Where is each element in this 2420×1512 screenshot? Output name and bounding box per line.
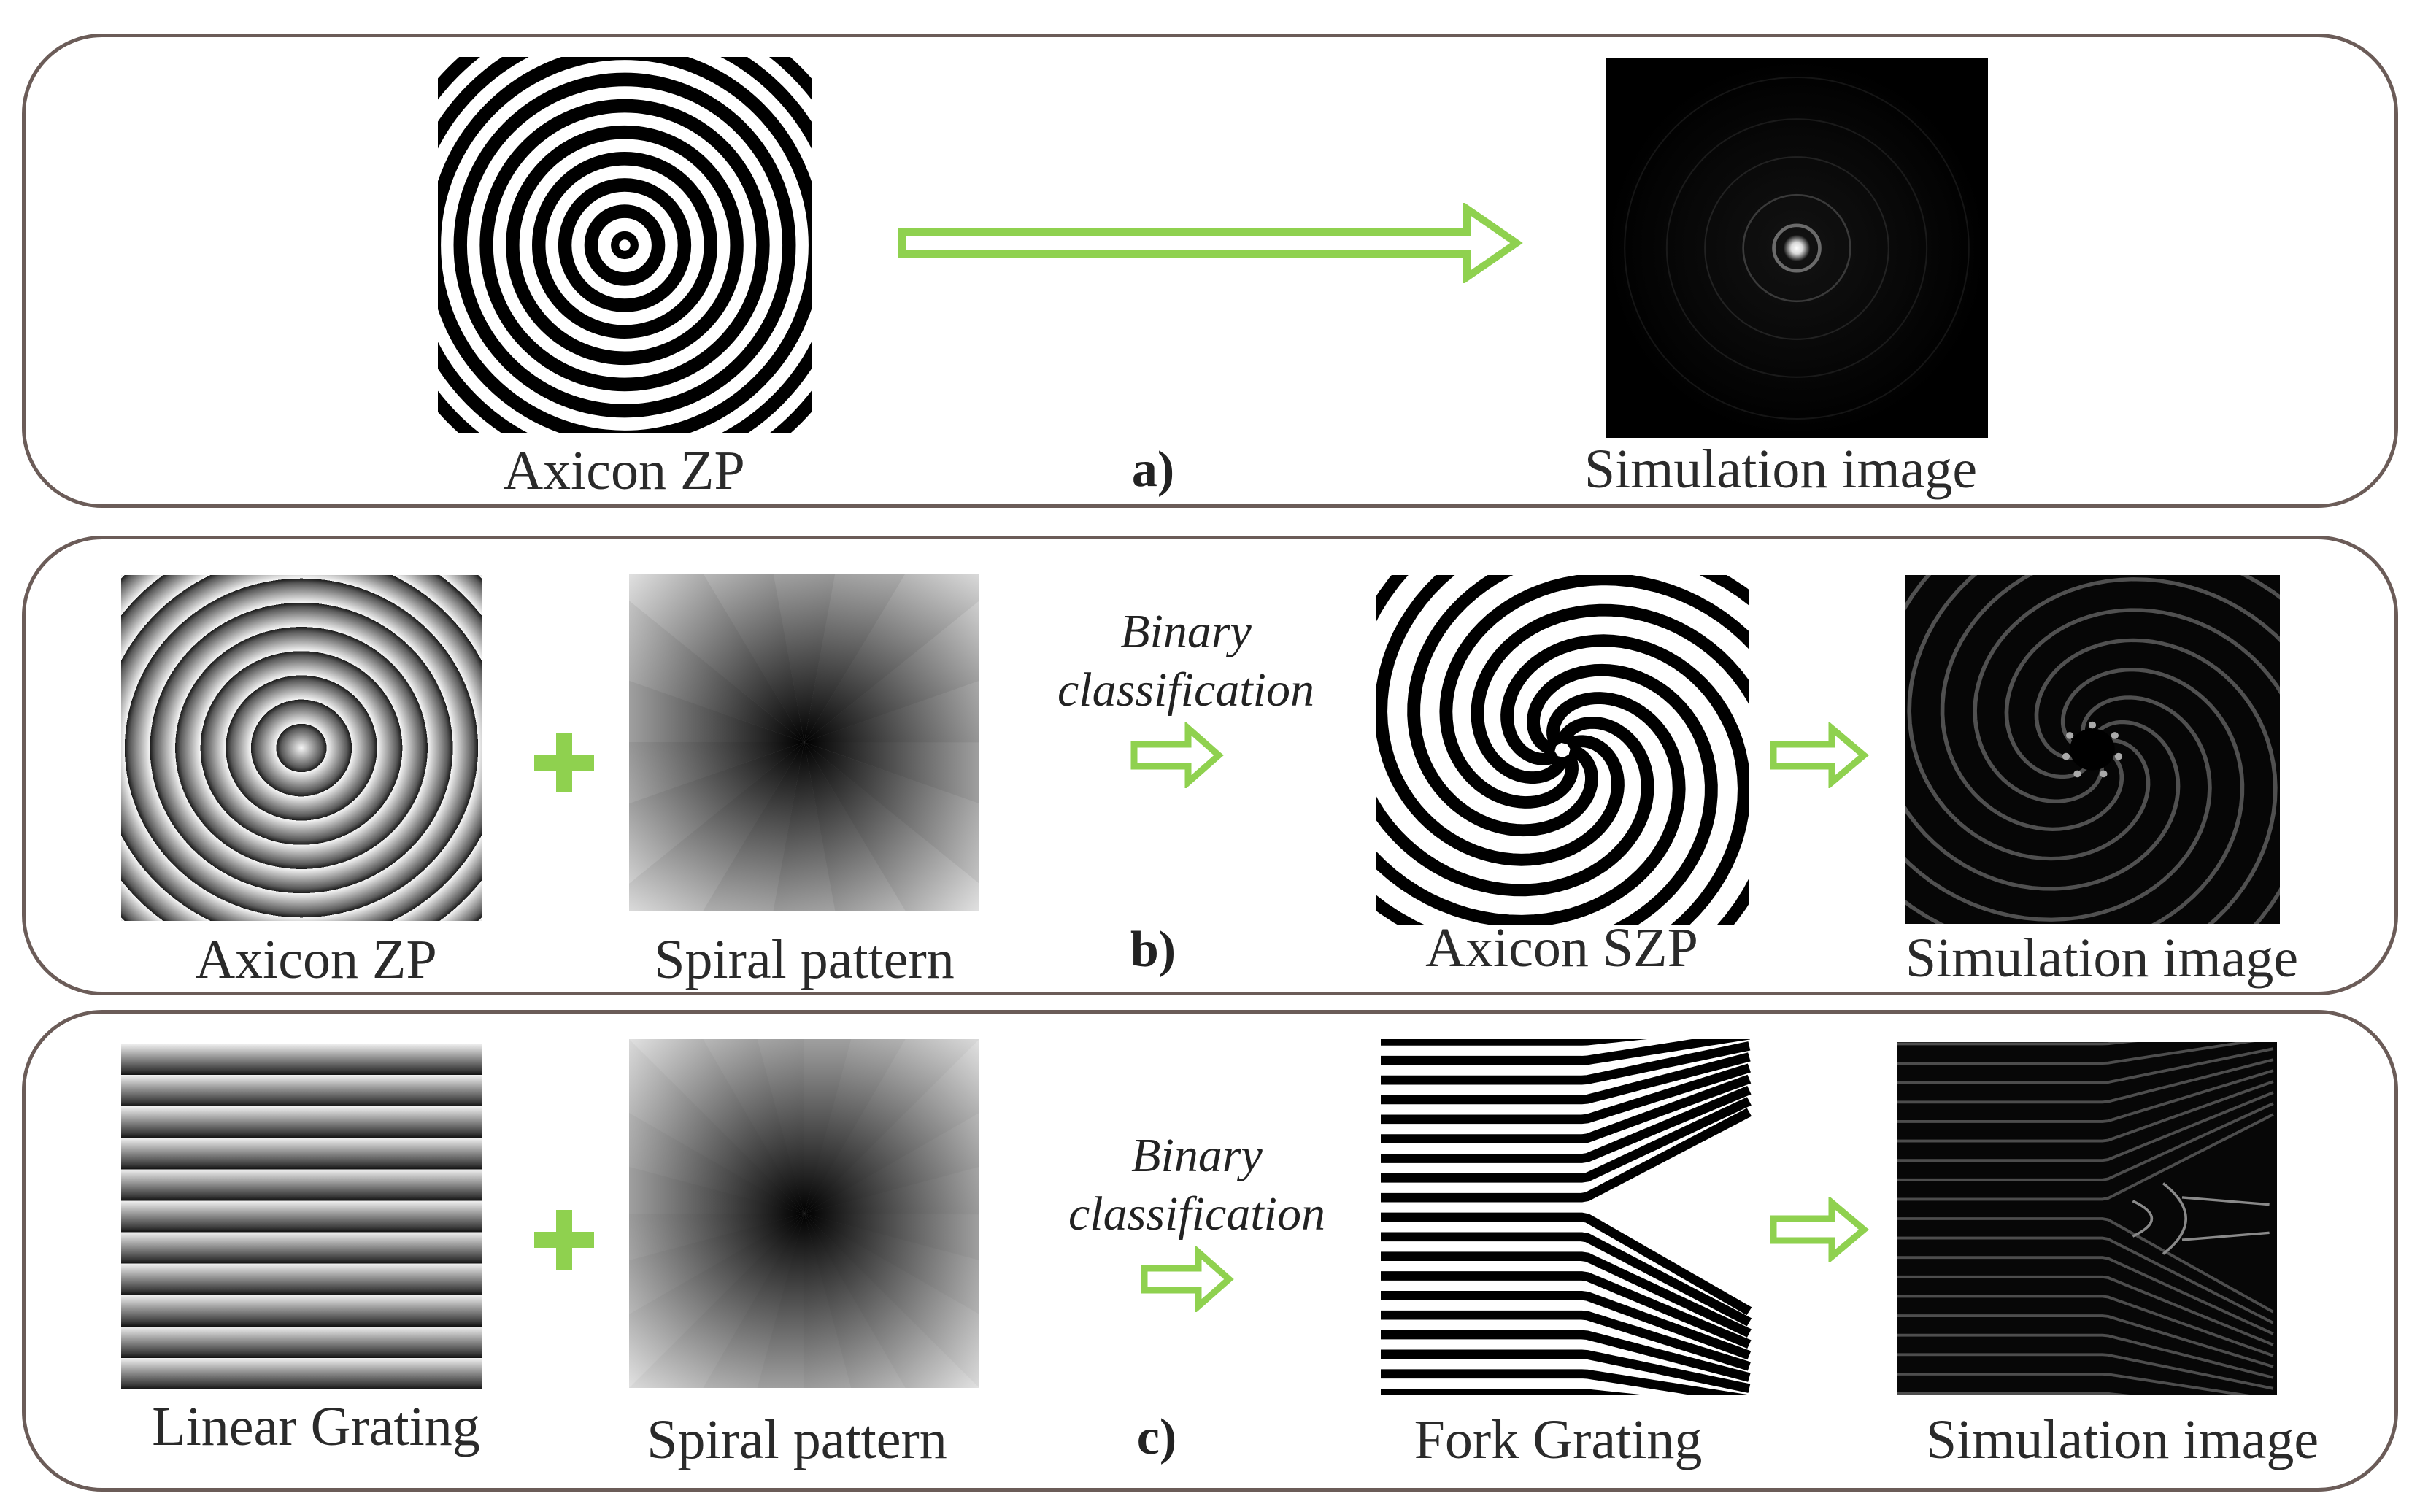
right-arrow-icon <box>898 203 1523 283</box>
label-spiral-pattern-b: Spiral pattern <box>654 929 955 990</box>
simulation-image-b <box>1905 575 2280 924</box>
label-spiral-pattern-c: Spiral pattern <box>647 1409 947 1470</box>
linear-grating-image <box>121 1044 482 1389</box>
panel-a-tag: a) <box>1131 441 1175 498</box>
plus-icon <box>534 733 594 792</box>
right-arrow-icon <box>1130 722 1224 788</box>
fork-grating-image <box>1381 1039 1753 1395</box>
operation-line2-c: classification <box>1068 1187 1325 1241</box>
operation-line1-c: Binary <box>1131 1129 1263 1182</box>
spiral-pattern-image-b <box>629 574 979 911</box>
operation-line2-b: classification <box>1057 663 1314 717</box>
label-axicon-zp-b: Axicon ZP <box>195 929 437 990</box>
operation-label-b: Binary classification <box>1057 603 1314 720</box>
spiral-pattern-image-c <box>629 1039 979 1388</box>
right-arrow-icon <box>1141 1246 1234 1312</box>
simulation-image-c <box>1897 1042 2277 1395</box>
operation-line1-b: Binary <box>1120 605 1252 658</box>
simulation-image-a <box>1606 58 1988 438</box>
axicon-zp-grayscale-image <box>121 575 482 921</box>
axicon-zp-binary-image <box>438 57 812 433</box>
axicon-szp-image <box>1376 575 1749 925</box>
panel-b <box>22 536 2398 995</box>
panel-c <box>22 1010 2398 1492</box>
panel-b-tag: b) <box>1130 922 1176 978</box>
label-simulation-image-b: Simulation image <box>1905 927 2299 989</box>
panel-c-tag: c) <box>1136 1409 1177 1465</box>
label-axicon-szp: Axicon SZP <box>1425 917 1698 979</box>
label-simulation-image-a: Simulation image <box>1584 439 1978 500</box>
right-arrow-icon <box>1770 722 1869 788</box>
right-arrow-icon <box>1770 1197 1869 1262</box>
label-fork-grating: Fork Grating <box>1414 1409 1703 1470</box>
label-linear-grating: Linear Grating <box>152 1396 480 1457</box>
operation-label-c: Binary classification <box>1068 1127 1325 1243</box>
plus-icon <box>534 1210 594 1270</box>
label-axicon-zp-a: Axicon ZP <box>503 440 745 501</box>
panel-a <box>22 34 2398 508</box>
label-simulation-image-c: Simulation image <box>1925 1409 2319 1470</box>
